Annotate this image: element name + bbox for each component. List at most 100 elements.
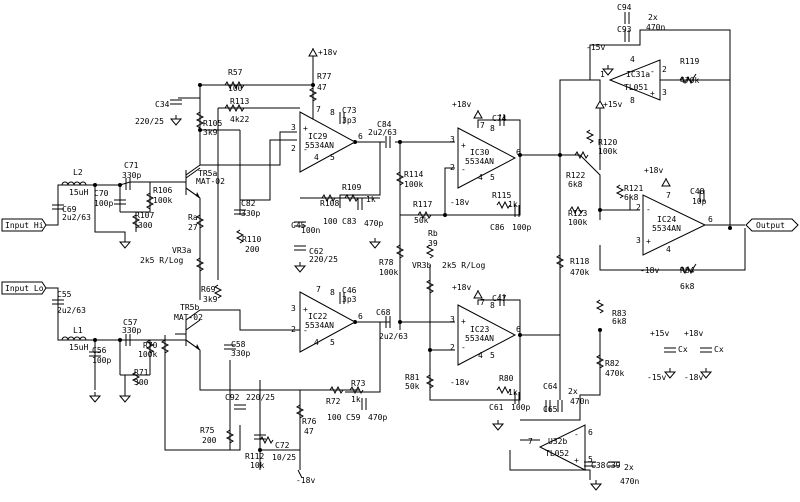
svg-text:15uH: 15uH [69, 188, 88, 197]
svg-text:4: 4 [314, 338, 319, 347]
svg-text:50k: 50k [405, 382, 420, 391]
svg-text:C57: C57 [123, 318, 138, 327]
svg-text:470p: 470p [364, 219, 383, 228]
svg-text:-18v: -18v [684, 373, 703, 382]
svg-text:5: 5 [330, 153, 335, 162]
svg-text:L2: L2 [73, 168, 83, 177]
svg-text:Ra: Ra [188, 213, 198, 222]
svg-text:+: + [303, 305, 308, 314]
svg-text:C56: C56 [92, 346, 107, 355]
svg-text:7: 7 [666, 191, 671, 200]
svg-text:1k: 1k [366, 195, 376, 204]
svg-text:100n: 100n [301, 226, 320, 235]
svg-text:2: 2 [636, 203, 641, 212]
svg-text:8: 8 [330, 288, 335, 297]
svg-text:330p: 330p [122, 326, 141, 335]
svg-text:-18v: -18v [640, 266, 659, 275]
svg-text:2: 2 [662, 65, 667, 74]
svg-text:470k: 470k [570, 268, 589, 277]
svg-text:R84: R84 [680, 266, 695, 275]
svg-text:MAT-02: MAT-02 [196, 177, 225, 186]
svg-text:C69: C69 [62, 205, 77, 214]
svg-text:+: + [646, 237, 651, 246]
svg-text:2u2/63: 2u2/63 [368, 128, 397, 137]
svg-text:100k: 100k [153, 196, 172, 205]
svg-text:2: 2 [291, 325, 296, 334]
svg-text:R72: R72 [326, 397, 341, 406]
svg-text:MAT-02: MAT-02 [174, 313, 203, 322]
svg-text:2: 2 [450, 343, 455, 352]
svg-text:+: + [461, 141, 466, 150]
svg-text:C70: C70 [94, 189, 109, 198]
svg-text:8: 8 [490, 124, 495, 133]
svg-text:100k: 100k [138, 350, 157, 359]
svg-text:-: - [461, 165, 466, 174]
svg-text:R105: R105 [203, 119, 222, 128]
l2-inductor [61, 181, 87, 186]
svg-text:2: 2 [450, 163, 455, 172]
svg-text:5534AN: 5534AN [305, 141, 334, 150]
svg-text:+18v: +18v [318, 48, 337, 57]
svg-text:-18v: -18v [296, 476, 315, 485]
svg-text:100p: 100p [92, 356, 111, 365]
svg-text:3: 3 [291, 123, 296, 132]
svg-text:C82: C82 [241, 199, 256, 208]
svg-text:+: + [574, 456, 579, 465]
input-hi-label: Input Hi [5, 221, 44, 230]
svg-text:4: 4 [630, 55, 635, 64]
svg-text:R83: R83 [612, 309, 627, 318]
svg-text:2u2/63: 2u2/63 [62, 213, 91, 222]
svg-text:R77: R77 [317, 72, 332, 81]
svg-text:+: + [650, 89, 655, 98]
svg-text:TR5b: TR5b [180, 303, 199, 312]
svg-text:-: - [646, 205, 651, 214]
svg-text:1: 1 [600, 70, 605, 79]
svg-text:5: 5 [490, 173, 495, 182]
svg-text:1k: 1k [508, 200, 518, 209]
svg-text:+18v: +18v [684, 329, 703, 338]
capacitors [52, 12, 712, 467]
svg-text:R115: R115 [492, 191, 511, 200]
svg-text:4: 4 [666, 245, 671, 254]
svg-text:-18v: -18v [450, 198, 469, 207]
svg-text:300: 300 [138, 221, 153, 230]
svg-text:330p: 330p [231, 349, 250, 358]
svg-text:C84: C84 [377, 120, 392, 129]
svg-text:5534AN: 5534AN [305, 321, 334, 330]
svg-text:R112: R112 [245, 452, 264, 461]
svg-text:R120: R120 [598, 138, 617, 147]
svg-text:100k: 100k [379, 268, 398, 277]
svg-text:3k9: 3k9 [203, 128, 218, 137]
svg-text:R82: R82 [605, 359, 620, 368]
svg-text:C83: C83 [342, 217, 357, 226]
svg-text:C48: C48 [690, 187, 705, 196]
svg-text:5: 5 [588, 455, 593, 464]
svg-text:7: 7 [480, 121, 485, 130]
svg-text:VR3b: VR3b [412, 261, 431, 270]
svg-text:330p: 330p [241, 209, 260, 218]
tr5b-transistor [175, 319, 201, 351]
svg-text:R76: R76 [302, 417, 317, 426]
svg-text:6: 6 [358, 312, 363, 321]
svg-text:2u2/63: 2u2/63 [379, 332, 408, 341]
svg-text:C68: C68 [376, 308, 391, 317]
ic24-opamp: IC24 5534AN 23 -+ 74 6 [636, 191, 713, 256]
ic31a-opamp: IC31a TL051 23 -+ 48 1 [600, 55, 667, 105]
svg-text:R123: R123 [568, 209, 587, 218]
output-port: Output [745, 218, 799, 232]
svg-text:+15v: +15v [650, 329, 669, 338]
svg-text:C74: C74 [492, 114, 507, 123]
svg-text:+18v: +18v [644, 166, 663, 175]
svg-text:IC29: IC29 [308, 132, 327, 141]
svg-text:R121: R121 [624, 184, 643, 193]
svg-text:4: 4 [314, 153, 319, 162]
supply-ground-symbols [89, 47, 712, 491]
svg-text:+18v: +18v [452, 283, 471, 292]
svg-text:15uH: 15uH [69, 343, 88, 352]
svg-text:R57: R57 [228, 68, 243, 77]
svg-text:R109: R109 [342, 183, 361, 192]
svg-text:100: 100 [323, 217, 338, 226]
svg-text:R107: R107 [135, 211, 154, 220]
svg-text:8: 8 [490, 301, 495, 310]
